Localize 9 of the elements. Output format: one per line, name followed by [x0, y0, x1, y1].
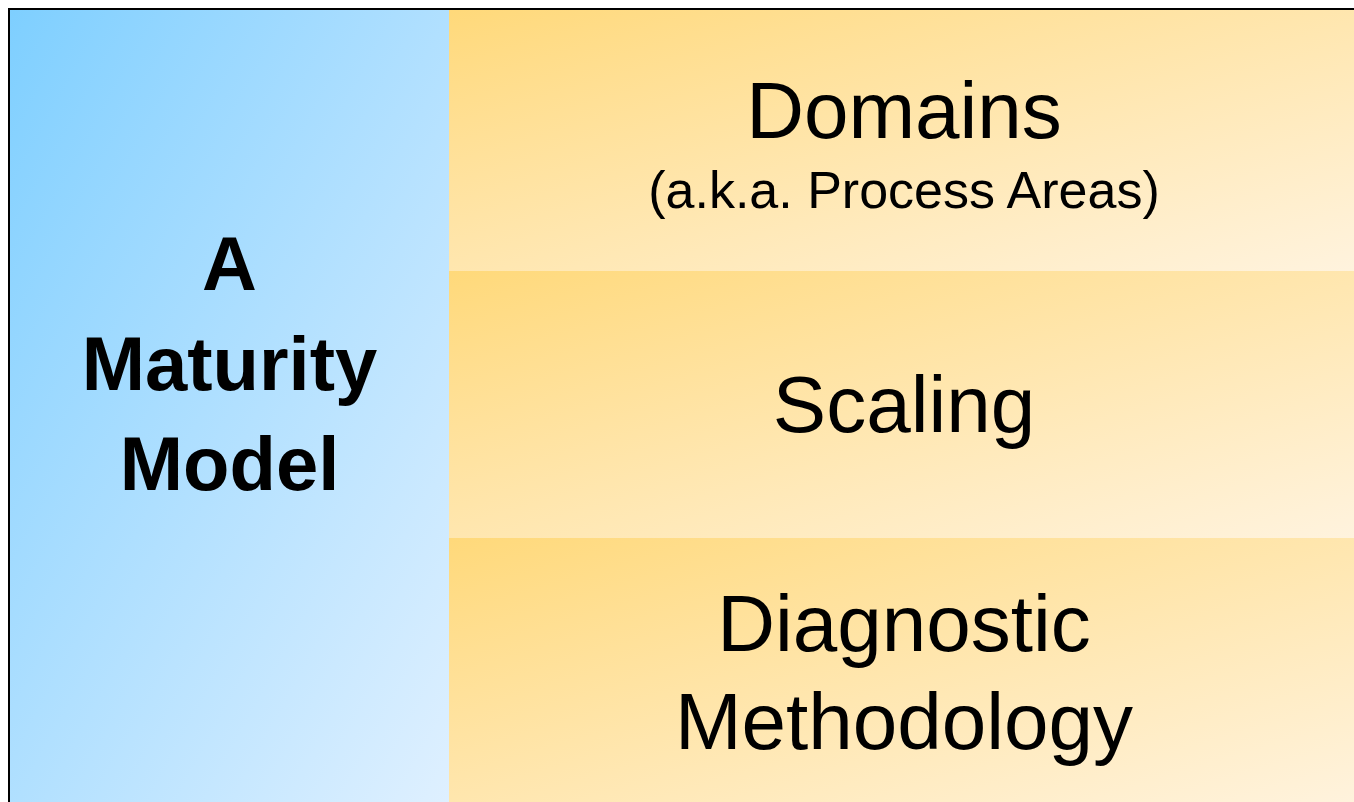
- section-box: [449, 538, 1354, 802]
- section-subtitle: (a.k.a. Process Areas): [647, 159, 1161, 220]
- section-title: Scaling: [771, 358, 1037, 451]
- section-box: [449, 8, 1354, 273]
- panel-title: A Maturity Model: [80, 220, 379, 508]
- side-panel: [8, 8, 451, 802]
- section-title: Domains: [745, 64, 1063, 157]
- section-title: Diagnostic Methodology: [673, 578, 1135, 768]
- section-box: [449, 271, 1354, 540]
